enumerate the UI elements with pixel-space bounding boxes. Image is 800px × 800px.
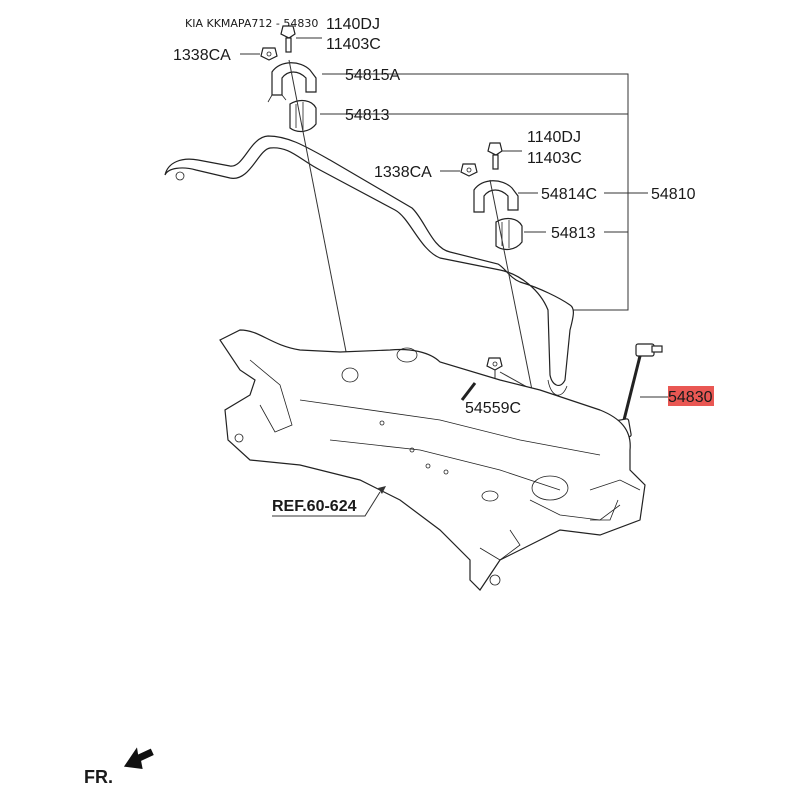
- left-bolt: [280, 25, 296, 53]
- label-front: FR.: [84, 767, 113, 787]
- label-bushing-left: 54813: [345, 107, 390, 124]
- label-bushing-right: 54813: [551, 225, 596, 242]
- subframe: [219, 329, 646, 591]
- label-nut-right: 1338CA: [374, 164, 432, 181]
- left-nut: [260, 47, 278, 61]
- label-bolt-top-2: 11403C: [326, 36, 381, 53]
- right-bolt: [487, 142, 503, 170]
- right-nut: [460, 163, 478, 177]
- left-bushing: [289, 99, 317, 133]
- left-bracket: [267, 62, 317, 103]
- label-bolt-right-1: 1140DJ: [527, 129, 581, 146]
- assy-bracket-lines: [320, 73, 648, 311]
- label-bracket-right: 54814C: [541, 186, 597, 203]
- link-nut: [486, 357, 503, 371]
- label-link: 54830: [668, 389, 713, 406]
- label-ref: REF.60-624: [272, 498, 357, 515]
- ref-pointer: [272, 486, 386, 517]
- label-nut-left: 1338CA: [173, 47, 231, 64]
- label-bolt-top-1: 1140DJ: [326, 16, 380, 33]
- label-bar-assy: 54810: [651, 186, 696, 203]
- link-highlight: [668, 386, 714, 406]
- label-bolt-right-2: 11403C: [527, 150, 582, 167]
- left-mount-leader: [288, 59, 351, 373]
- front-arrow-icon: [123, 747, 154, 769]
- right-bushing: [495, 217, 523, 251]
- right-bracket: [473, 180, 519, 213]
- label-bracket-left: 54815A: [345, 67, 400, 84]
- label-link-nut: 54559C: [465, 400, 521, 417]
- diagram-title: KIA KKMAPA712 - 54830: [185, 17, 318, 30]
